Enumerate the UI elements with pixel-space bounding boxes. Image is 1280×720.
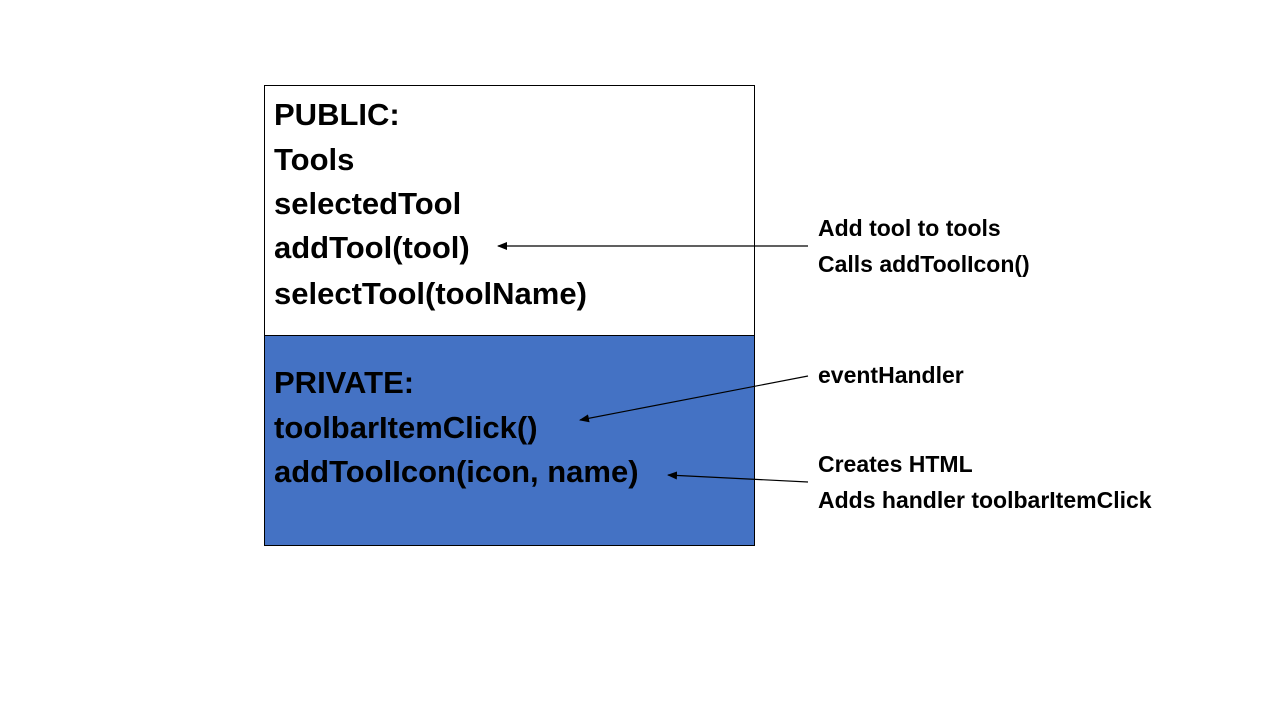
note-event-handler: eventHandler [818,362,964,388]
class-box: PUBLIC: Tools selectedTool addTool(tool)… [264,85,755,546]
member-select-tool: selectTool(toolName) [274,276,587,311]
member-selected-tool: selectedTool [274,186,462,221]
private-section: PRIVATE: toolbarItemClick() addToolIcon(… [265,336,754,545]
public-section: PUBLIC: Tools selectedTool addTool(tool)… [265,86,754,336]
note-add-tool-icon-line-2: Adds handler toolbarItemClick [818,487,1152,513]
note-add-tool-line-1: Add tool to tools [818,215,1001,241]
member-add-tool: addTool(tool) [274,230,470,265]
private-header: PRIVATE: [274,365,415,400]
note-add-tool-icon-line-1: Creates HTML [818,451,973,477]
member-tools: Tools [274,142,355,177]
member-add-tool-icon: addToolIcon(icon, name) [274,454,639,489]
member-toolbar-item-click: toolbarItemClick() [274,410,538,445]
note-add-tool-line-2: Calls addToolIcon() [818,251,1030,277]
public-header: PUBLIC: [274,97,400,132]
